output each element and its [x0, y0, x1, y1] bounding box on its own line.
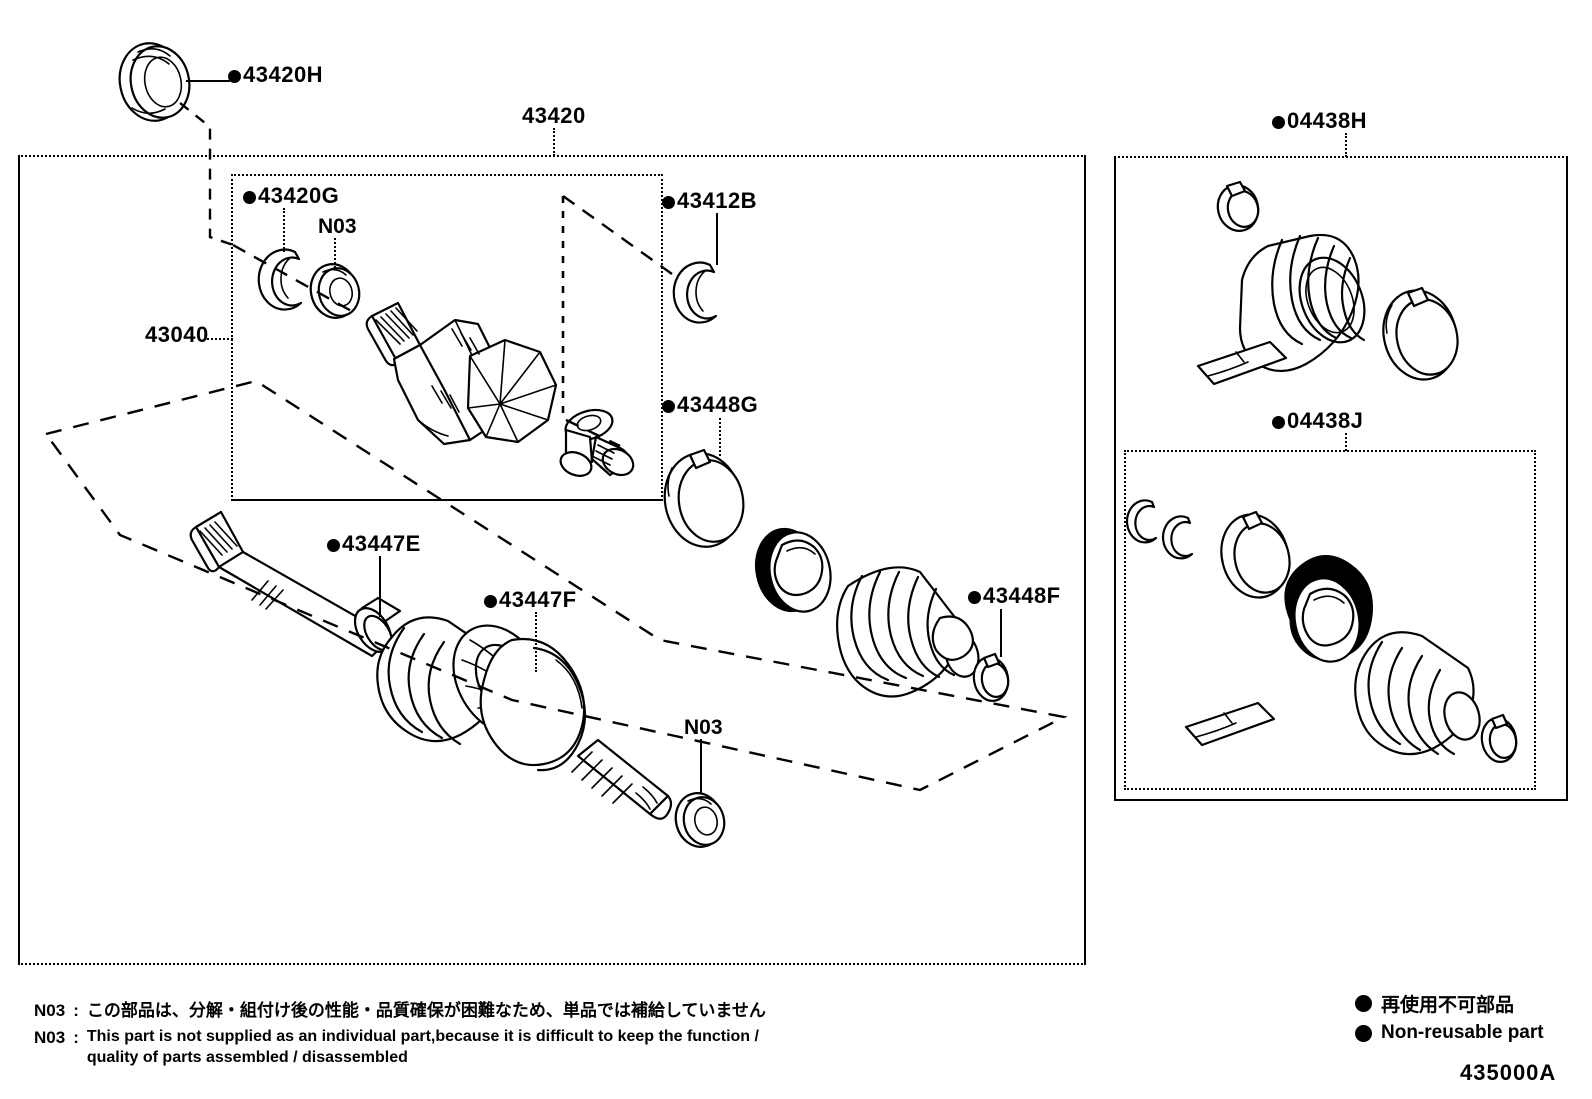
callout-43420g-label: 43420G	[258, 183, 340, 208]
legend-label-en: Non-reusable part	[1381, 1022, 1544, 1043]
note-text-en-line2: quality of parts assembled / disassemble…	[86, 1049, 408, 1066]
leader-04438h	[1345, 133, 1347, 157]
callout-43447f[interactable]: 43447F	[484, 589, 577, 611]
leader-n03-lower	[700, 739, 702, 793]
note-tag-en: N03	[34, 1028, 66, 1047]
leader-43420	[553, 128, 555, 156]
callout-43447f-label: 43447F	[499, 587, 577, 612]
callout-43448f-label: 43448F	[983, 583, 1061, 608]
callout-43412b[interactable]: 43412B	[662, 190, 757, 212]
leader-43448f	[1000, 609, 1002, 657]
callout-43448f[interactable]: 43448F	[968, 585, 1061, 607]
legend-row-japanese: 再使用不可部品	[1355, 990, 1544, 1017]
callout-43447e-label: 43447E	[342, 531, 421, 556]
non-reusable-dot-icon	[662, 400, 675, 413]
leader-43448g	[719, 418, 721, 456]
non-reusable-dot-icon	[1355, 1024, 1372, 1042]
non-reusable-dot-icon	[662, 196, 675, 209]
callout-04438j[interactable]: 04438J	[1272, 410, 1363, 432]
note-japanese-row: N03 : この部品は、分解・組付け後の性能・品質確保が困難なため、単品では補給…	[34, 996, 766, 1021]
note-colon-en: :	[73, 1028, 79, 1047]
boot-kit-inner-box	[1124, 450, 1536, 790]
callout-43448g[interactable]: 43448G	[662, 394, 758, 416]
non-reusable-dot-icon	[484, 595, 497, 608]
callout-43447e[interactable]: 43447E	[327, 533, 421, 555]
drive-shaft-assembly-illustration	[189, 510, 673, 820]
snap-ring-43420g-illustration	[257, 248, 303, 311]
leader-43412b	[716, 213, 718, 265]
boot-kit-04438h-illustration	[1196, 180, 1459, 386]
diagram-id: 435000A	[1460, 1060, 1556, 1086]
n03-seal-upper-illustration	[309, 263, 361, 319]
boot-kit-outer-box	[1114, 156, 1568, 801]
note-text-en-line1: This part is not supplied as an individu…	[86, 1028, 759, 1045]
note-colon-jp: :	[73, 1001, 79, 1020]
non-reusable-dot-icon	[1272, 116, 1285, 129]
note-tag-jp: N03	[34, 1001, 66, 1020]
snap-ring-43412b-illustration	[672, 261, 718, 324]
boot-kit-04438j-illustration	[1125, 499, 1518, 763]
callout-04438h-label: 04438H	[1287, 108, 1368, 133]
main-assembly-outer-box	[18, 155, 1086, 965]
tripod-spider-illustration	[559, 408, 635, 477]
clamp-43448g-illustration	[663, 448, 745, 548]
leader-04438j	[1345, 433, 1347, 451]
note-text-jp: この部品は、分解・組付け後の性能・品質確保が困難なため、単品では補給していません	[86, 1001, 766, 1021]
n03-seal-lower-illustration	[674, 792, 726, 848]
callout-n03-upper[interactable]: N03	[318, 215, 357, 239]
inboard-boot-illustration	[836, 566, 980, 698]
clamp-43448f-illustration	[972, 652, 1010, 702]
non-reusable-dot-icon	[228, 70, 241, 83]
note-english-row: N03 : This part is not supplied as an in…	[34, 1028, 759, 1067]
leader-43447e	[379, 556, 381, 617]
callout-43420h[interactable]: 43420H	[228, 64, 323, 86]
callout-43420g[interactable]: 43420G	[243, 185, 339, 207]
callout-43412b-label: 43412B	[677, 188, 758, 213]
callout-43420[interactable]: 43420	[522, 105, 586, 127]
leader-43420h	[186, 80, 230, 82]
callout-43420h-label: 43420H	[243, 62, 324, 87]
non-reusable-dot-icon	[1355, 995, 1372, 1012]
callout-n03-upper-label: N03	[318, 215, 357, 238]
non-reusable-dot-icon	[327, 539, 340, 552]
boot-flange-illustration	[755, 527, 832, 613]
callout-43040-label: 43040	[145, 322, 209, 347]
inner-box-dashed-guides	[232, 195, 673, 448]
legend-label-jp: 再使用不可部品	[1381, 994, 1515, 1016]
seal-assembly-dash	[179, 102, 234, 247]
callout-43448g-label: 43448G	[677, 392, 759, 417]
callout-43040[interactable]: 43040	[145, 324, 209, 346]
non-reusable-dot-icon	[968, 591, 981, 604]
non-reusable-dot-icon	[243, 191, 256, 204]
legend-row-english: Non-reusable part	[1355, 1022, 1544, 1044]
leader-43040	[207, 338, 233, 340]
legend-block: 再使用不可部品 Non-reusable part	[1355, 990, 1544, 1049]
diagram-id-label: 435000A	[1460, 1060, 1557, 1085]
leader-43447f	[535, 612, 537, 672]
callout-n03-lower-label: N03	[684, 716, 723, 739]
inboard-joint-housing-illustration	[365, 301, 558, 446]
callout-04438j-label: 04438J	[1287, 408, 1364, 433]
subassembly-43040-dashed-outline	[43, 379, 1068, 792]
leader-n03-upper	[334, 238, 336, 268]
callout-04438h[interactable]: 04438H	[1272, 110, 1367, 132]
inner-group-43420-box	[231, 174, 663, 501]
leader-43420g	[283, 208, 285, 252]
callout-43420-label: 43420	[522, 103, 586, 128]
callout-n03-lower[interactable]: N03	[684, 716, 723, 740]
oil-seal-43420h-illustration	[118, 42, 191, 122]
non-reusable-dot-icon	[1272, 416, 1285, 429]
